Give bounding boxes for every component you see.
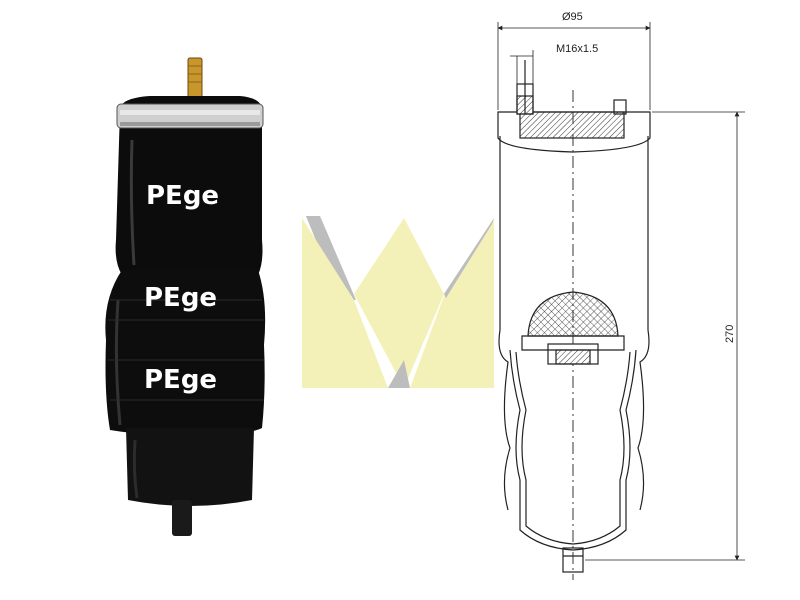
air-spring-photo: PEge PEge PEge: [105, 57, 266, 536]
watermark-logo: [302, 216, 494, 388]
height-label: 270: [724, 325, 736, 343]
piston-outline: [509, 349, 637, 551]
bottom-stud-drawing: [562, 547, 584, 573]
brand-logo-2: PEge: [144, 283, 217, 313]
piston: [126, 428, 254, 506]
lower-bellows: [105, 270, 266, 437]
bellows-wall-left: [498, 136, 511, 511]
thread-label: M16x1.5: [556, 43, 598, 55]
dimension-thread: [510, 50, 534, 84]
dimension-diameter: [497, 22, 651, 110]
technical-drawing: [497, 22, 745, 580]
bellows-wall-right: [637, 136, 650, 511]
top-plate: [497, 111, 651, 153]
threaded-stud: [187, 57, 203, 99]
bottom-stud: [172, 500, 192, 536]
svg-text:PEge: PEge: [144, 283, 217, 313]
bump-stop: [527, 291, 619, 337]
brand-logo-3: PEge: [144, 365, 217, 395]
diameter-label: Ø95: [562, 11, 583, 23]
upper-bellows: [115, 96, 263, 275]
dimension-height: [585, 111, 745, 561]
brand-logo-1: PEge: [146, 181, 219, 211]
svg-text:PEge: PEge: [146, 181, 219, 211]
svg-text:PEge: PEge: [144, 365, 217, 395]
